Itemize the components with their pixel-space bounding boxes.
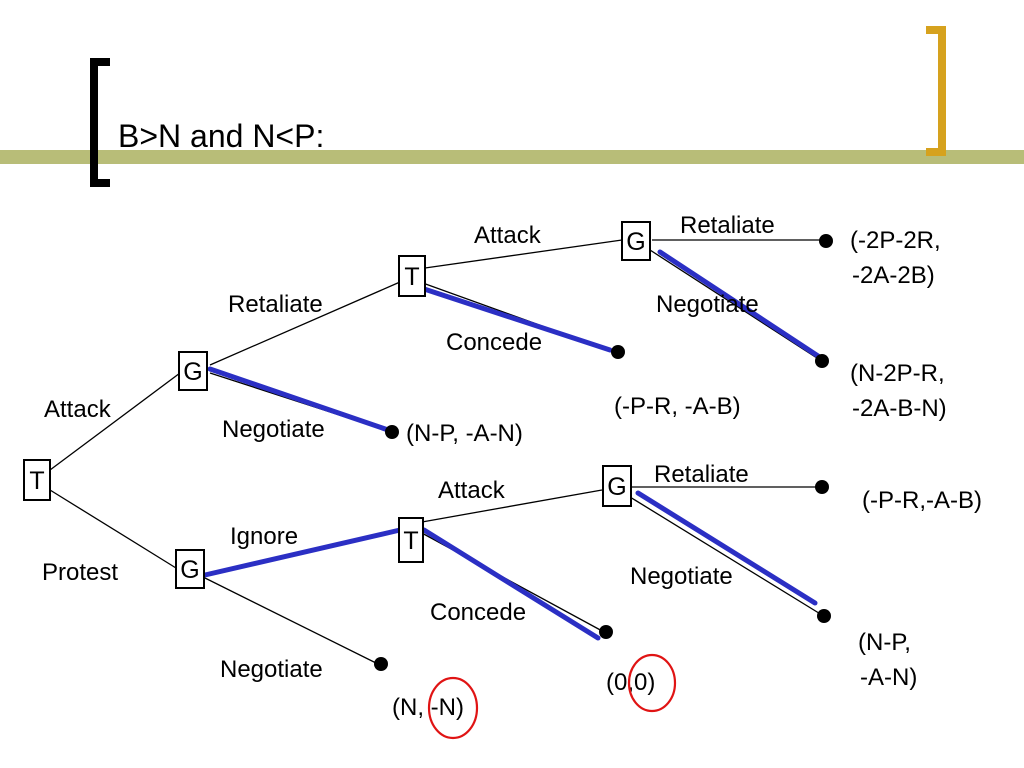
payoff-upper-negotiate-line2: -2A-B-N) bbox=[852, 395, 947, 422]
terminal-dot bbox=[815, 480, 829, 494]
svg-text:T: T bbox=[29, 467, 44, 495]
path-upper-t-concede bbox=[409, 282, 613, 353]
path-lower-ignore bbox=[202, 527, 403, 578]
edge-label-lower-g-negotiate: Negotiate bbox=[630, 563, 733, 590]
path-lower-g-negotiate bbox=[635, 490, 818, 606]
left-bracket-icon bbox=[90, 58, 110, 187]
svg-text:G: G bbox=[183, 358, 202, 386]
edge-label-upper-g-retaliate: Retaliate bbox=[680, 212, 775, 239]
payoff-upper-negotiate-line1: (N-2P-R, bbox=[850, 360, 945, 387]
path-upper-negotiate bbox=[207, 366, 397, 435]
edge-lower-negotiate bbox=[204, 577, 379, 665]
decision-node-t-upper: T bbox=[398, 255, 426, 297]
edge-label-attack: Attack bbox=[44, 396, 112, 423]
decision-node-g-lower-right: G bbox=[602, 465, 632, 507]
decision-node-g-upper: G bbox=[178, 351, 208, 391]
terminal-dot bbox=[815, 354, 829, 368]
svg-text:G: G bbox=[607, 473, 626, 501]
edge-label-upper-t-attack: Attack bbox=[474, 222, 542, 249]
svg-text:G: G bbox=[626, 228, 645, 256]
payoff-upper-retaliate-line1: (-2P-2R, bbox=[850, 227, 941, 254]
decision-node-root: T bbox=[23, 459, 51, 501]
edge-upper-g-negotiate bbox=[649, 249, 821, 361]
highlight-circle bbox=[627, 653, 677, 713]
terminal-dot bbox=[599, 625, 613, 639]
right-bracket-icon bbox=[926, 26, 946, 156]
payoff-upper-retaliate-line2: -2A-2B) bbox=[852, 262, 935, 289]
payoff-lower-retaliate: (-P-R,-A-B) bbox=[862, 487, 982, 514]
edge-label-upper-t-concede: Concede bbox=[446, 329, 542, 356]
path-lower-t-concede bbox=[421, 527, 601, 641]
edge-upper-retaliate bbox=[209, 281, 401, 366]
edge-root-attack bbox=[49, 372, 181, 471]
slide-title: B>N and N<P: bbox=[118, 118, 325, 154]
edge-lower-t-attack bbox=[421, 489, 603, 523]
terminal-dot bbox=[374, 657, 388, 671]
highlight-circle bbox=[427, 676, 479, 740]
edge-label-upper-g-negotiate: Negotiate bbox=[656, 291, 759, 318]
terminal-dot bbox=[385, 425, 399, 439]
svg-text:T: T bbox=[404, 263, 419, 291]
payoff-lower-negotiate-line2: -A-N) bbox=[860, 664, 917, 691]
decision-node-g-upper-right: G bbox=[621, 221, 651, 261]
decision-node-g-lower: G bbox=[175, 549, 205, 589]
edge-root-protest bbox=[49, 489, 177, 569]
edge-label-lower-negotiate: Negotiate bbox=[220, 656, 323, 683]
svg-text:G: G bbox=[180, 556, 199, 584]
edge-lower-g-negotiate bbox=[629, 496, 823, 616]
edge-label-lower-ignore: Ignore bbox=[230, 523, 298, 550]
terminal-dot bbox=[611, 345, 625, 359]
edge-label-upper-retaliate: Retaliate bbox=[228, 291, 323, 318]
terminal-nodes bbox=[374, 234, 833, 671]
svg-text:T: T bbox=[403, 527, 418, 555]
terminal-dot bbox=[817, 609, 831, 623]
edge-label-lower-t-attack: Attack bbox=[438, 477, 506, 504]
edge-label-upper-negotiate: Negotiate bbox=[222, 416, 325, 443]
equilibrium-path bbox=[202, 249, 821, 641]
terminal-dot bbox=[819, 234, 833, 248]
title-underline-bar bbox=[0, 150, 1024, 164]
edge-label-protest: Protest bbox=[42, 559, 118, 586]
edge-label-lower-g-retaliate: Retaliate bbox=[654, 461, 749, 488]
payoff-upper-concede: (-P-R, -A-B) bbox=[614, 393, 741, 420]
decision-node-t-lower: T bbox=[398, 517, 424, 563]
edge-upper-t-attack bbox=[424, 239, 623, 269]
path-upper-g-negotiate bbox=[657, 249, 821, 359]
highlight-circles bbox=[427, 653, 677, 740]
payoff-upper-g-negotiate: (N-P, -A-N) bbox=[406, 420, 523, 447]
payoff-lower-negotiate-line1: (N-P, bbox=[858, 629, 911, 656]
edge-label-lower-t-concede: Concede bbox=[430, 599, 526, 626]
